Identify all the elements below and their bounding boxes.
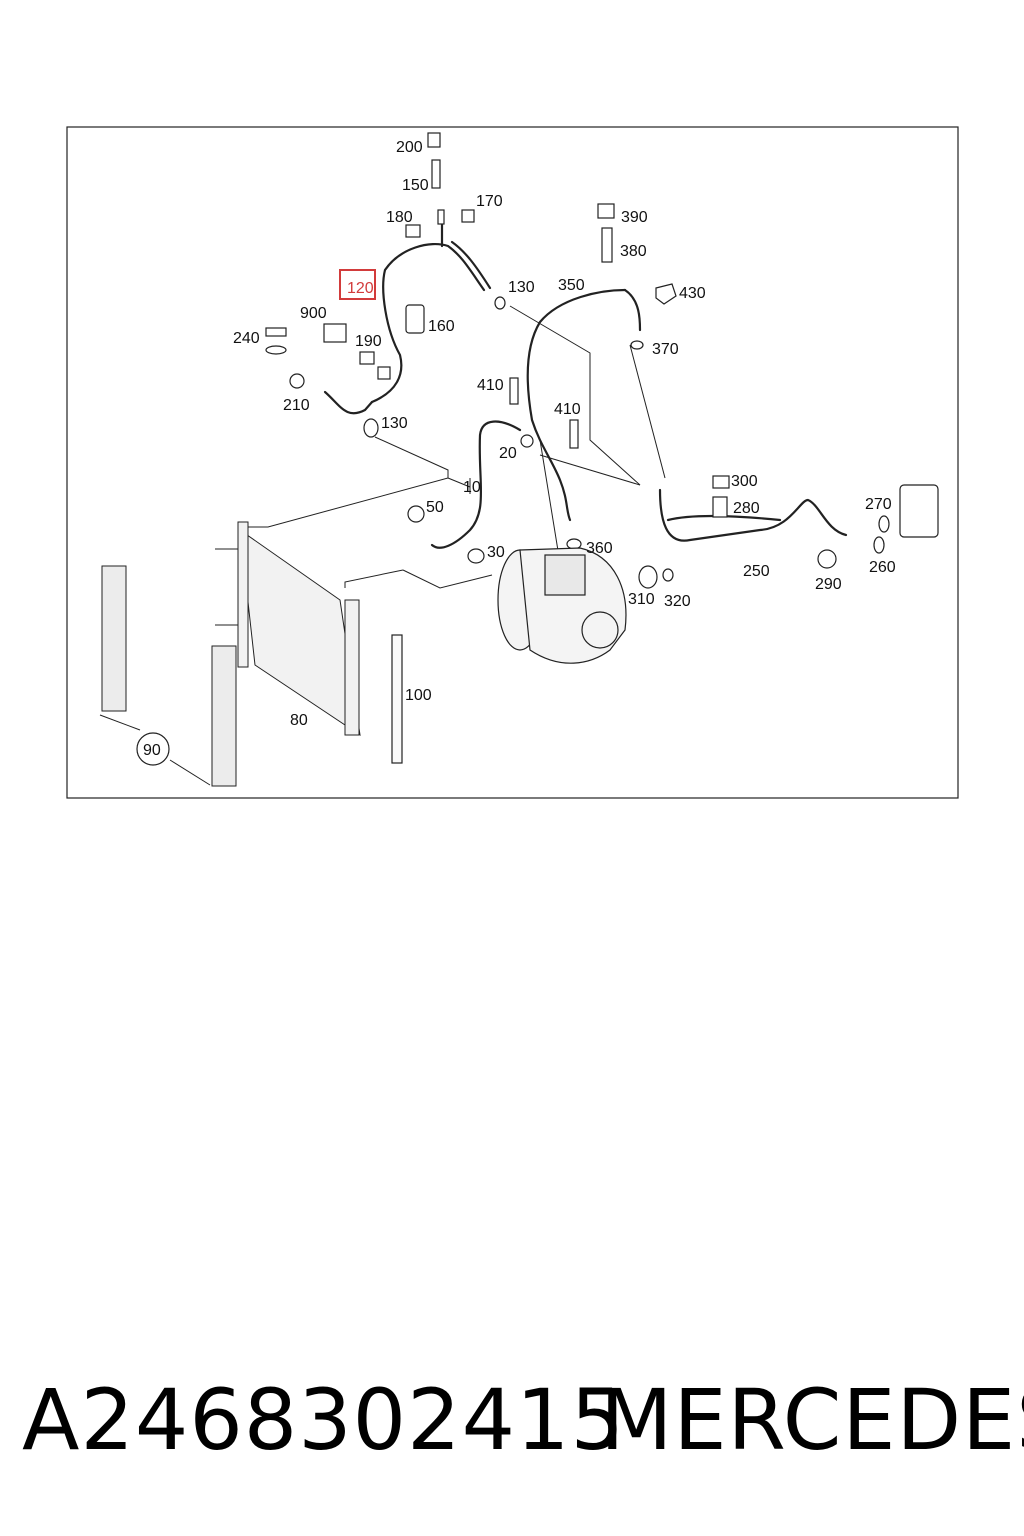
callout-260[interactable]: 260 xyxy=(869,559,896,576)
callout-430[interactable]: 430 xyxy=(679,285,706,302)
callout-150[interactable]: 150 xyxy=(402,177,429,194)
diagram-frame xyxy=(66,126,959,799)
compressor xyxy=(497,547,627,664)
condenser xyxy=(237,521,361,737)
leader-lines xyxy=(99,305,666,786)
callout-210[interactable]: 210 xyxy=(283,397,310,414)
callout-300[interactable]: 300 xyxy=(731,473,758,490)
callout-30[interactable]: 30 xyxy=(487,544,505,561)
callout-200[interactable]: 200 xyxy=(396,139,423,156)
callout-270[interactable]: 270 xyxy=(865,496,892,513)
callout-180[interactable]: 180 xyxy=(386,209,413,226)
callout-360[interactable]: 360 xyxy=(586,540,613,557)
callout-410-right[interactable]: 410 xyxy=(554,401,581,418)
callout-240[interactable]: 240 xyxy=(233,330,260,347)
fittings xyxy=(265,132,939,589)
callout-310[interactable]: 310 xyxy=(628,591,655,608)
callout-130-left[interactable]: 130 xyxy=(381,415,408,432)
receiver-drier xyxy=(391,634,403,764)
callout-350[interactable]: 350 xyxy=(558,277,585,294)
side-brackets xyxy=(101,565,237,787)
brand-name: MERCEDES xyxy=(600,1371,1024,1469)
callout-320[interactable]: 320 xyxy=(664,593,691,610)
callout-250[interactable]: 250 xyxy=(743,563,770,580)
callout-10[interactable]: 10 xyxy=(463,479,481,496)
callout-circle-90 xyxy=(136,732,170,766)
callout-370[interactable]: 370 xyxy=(652,341,679,358)
refrigerant-pipes xyxy=(323,220,848,549)
callout-20[interactable]: 20 xyxy=(499,445,517,462)
callout-900[interactable]: 900 xyxy=(300,305,327,322)
callout-410-left[interactable]: 410 xyxy=(477,377,504,394)
callout-50[interactable]: 50 xyxy=(426,499,444,516)
callout-labels: 200 150 170 180 120 130 350 390 380 430 … xyxy=(143,139,896,759)
callout-90[interactable]: 90 xyxy=(143,742,161,759)
callout-290[interactable]: 290 xyxy=(815,576,842,593)
highlight-box-120 xyxy=(339,269,376,300)
callout-80[interactable]: 80 xyxy=(290,712,308,729)
part-number: A2468302415 xyxy=(22,1371,625,1469)
callout-100[interactable]: 100 xyxy=(405,687,432,704)
parts-diagram: 200 150 170 180 120 130 350 390 380 430 … xyxy=(66,126,959,799)
callout-170[interactable]: 170 xyxy=(476,193,503,210)
callout-160[interactable]: 160 xyxy=(428,318,455,335)
callout-390[interactable]: 390 xyxy=(621,209,648,226)
callout-190[interactable]: 190 xyxy=(355,333,382,350)
callout-130-top[interactable]: 130 xyxy=(508,279,535,296)
callout-280[interactable]: 280 xyxy=(733,500,760,517)
footer: A2468302415 MERCEDES xyxy=(0,1360,1024,1480)
callout-120[interactable]: 120 xyxy=(347,280,374,297)
callout-380[interactable]: 380 xyxy=(620,243,647,260)
